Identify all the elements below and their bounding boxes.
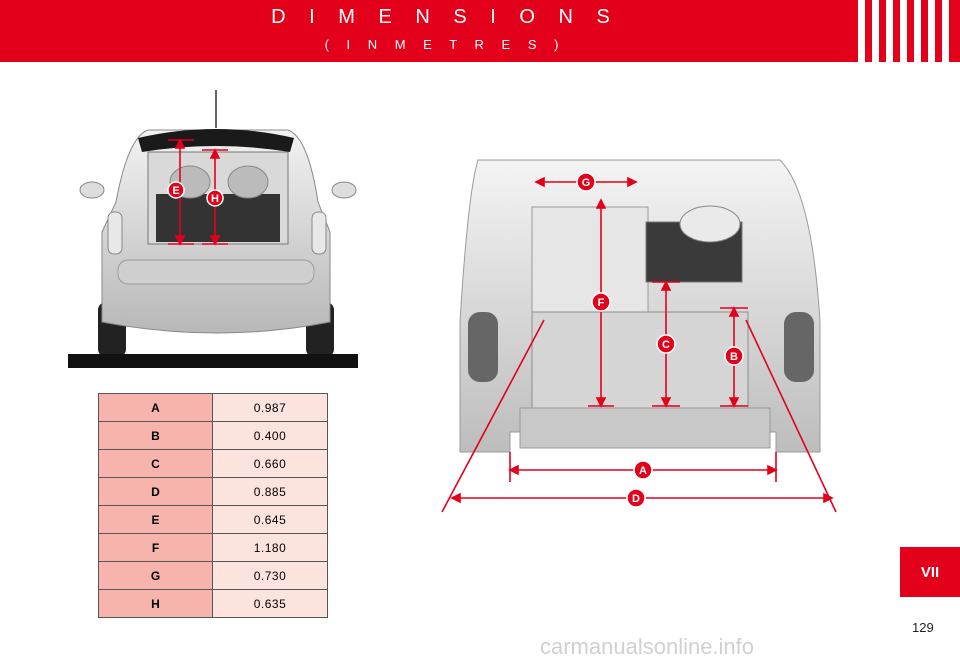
svg-text:C: C (662, 339, 670, 351)
page-header: D I M E N S I O N S ( I N M E T R E S ) (0, 0, 960, 62)
dimension-label: E (98, 505, 213, 534)
dimension-value: 0.635 (212, 589, 328, 618)
marker-c: C (656, 334, 676, 354)
marker-h: H (206, 189, 224, 207)
svg-text:H: H (211, 193, 219, 205)
svg-text:D: D (632, 493, 640, 505)
dimension-label: H (98, 589, 213, 618)
dimension-label: B (98, 421, 213, 450)
boot-space-illustration: G F C B A D (441, 159, 837, 513)
chapter-tab: VII (900, 547, 960, 597)
dimension-value: 0.400 (212, 421, 328, 450)
dimension-label: G (98, 561, 213, 590)
watermark: carmanualsonline.info (540, 634, 755, 659)
dimension-label: F (98, 533, 213, 562)
dimension-value: 0.885 (212, 477, 328, 506)
dimension-label: C (98, 449, 213, 478)
marker-f: F (591, 292, 611, 312)
marker-g: G (576, 172, 596, 192)
dimension-value: 0.660 (212, 449, 328, 478)
svg-text:G: G (582, 177, 591, 189)
header-stripes (850, 0, 960, 62)
marker-b: B (724, 346, 744, 366)
dimension-label: D (98, 477, 213, 506)
svg-text:F: F (598, 297, 605, 309)
svg-text:E: E (172, 185, 179, 197)
dimension-value: 0.730 (212, 561, 328, 590)
page-number: 129 (912, 620, 934, 635)
dimension-value: 1.180 (212, 533, 328, 562)
dimension-value: 0.645 (212, 505, 328, 534)
dimension-value: 0.987 (212, 393, 328, 422)
car-rear-illustration: E H (68, 90, 358, 368)
marker-a: A (633, 460, 653, 480)
page-title: D I M E N S I O N S (271, 6, 619, 28)
marker-d: D (626, 488, 646, 508)
svg-text:A: A (639, 465, 647, 477)
marker-e: E (167, 181, 185, 199)
svg-text:B: B (730, 351, 738, 363)
page-subtitle: ( I N M E T R E S ) (324, 37, 566, 52)
dimension-label: A (98, 393, 213, 422)
